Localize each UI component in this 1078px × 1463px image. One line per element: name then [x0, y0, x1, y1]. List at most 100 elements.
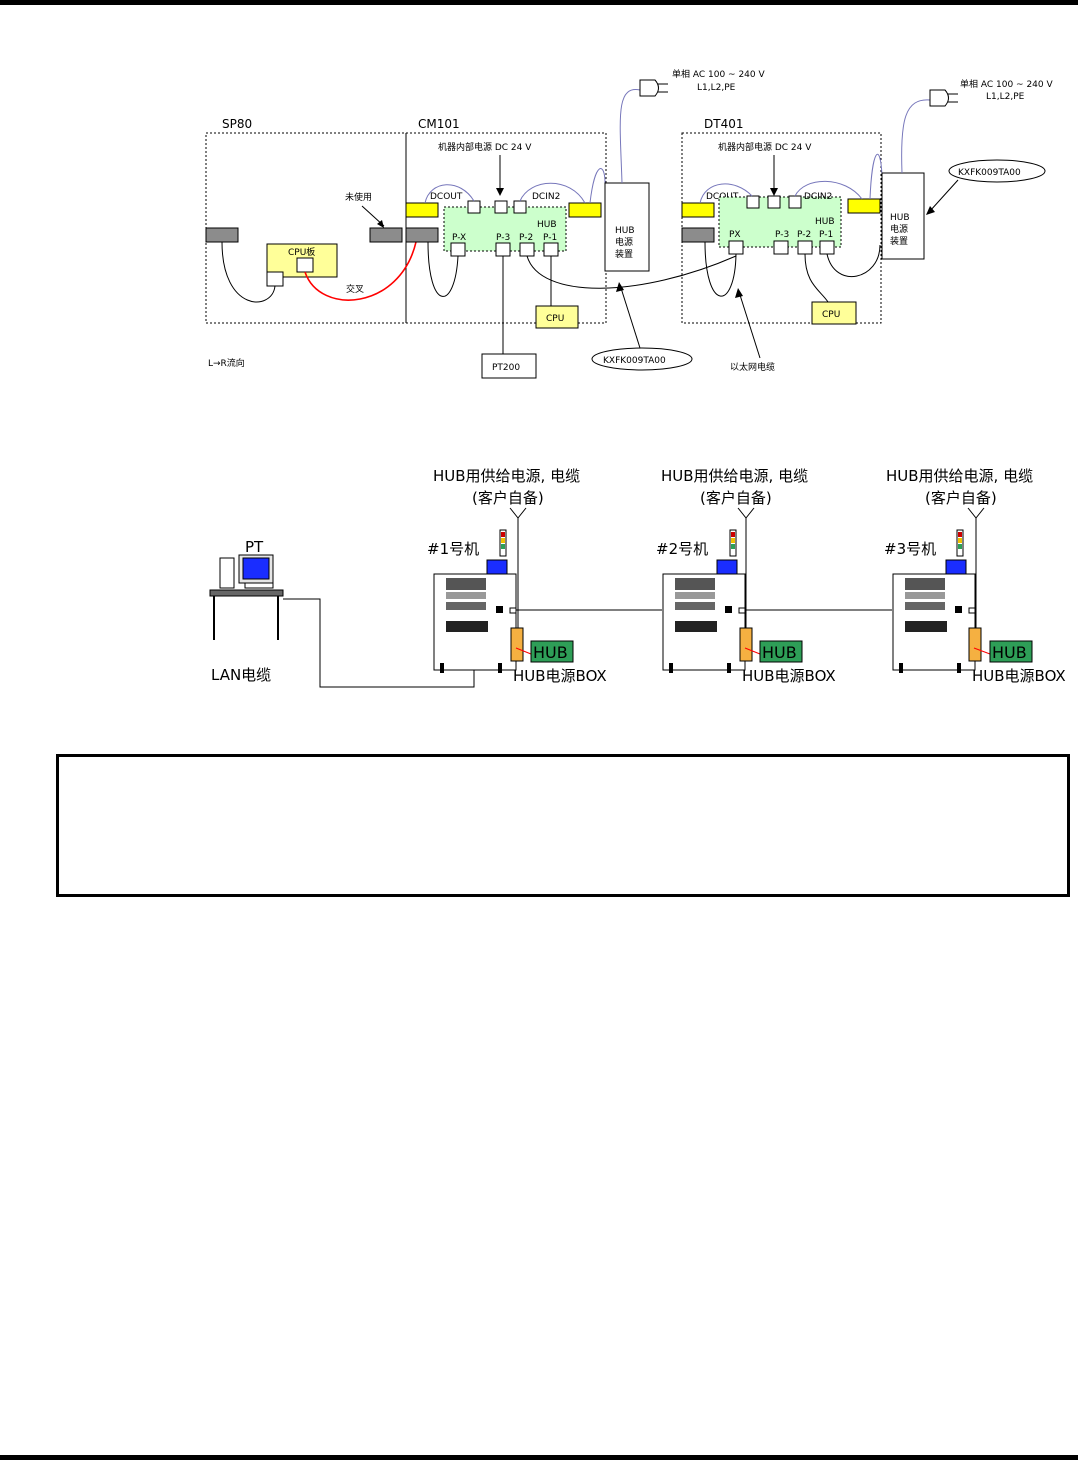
dcout-connector	[681, 202, 715, 218]
network-wiring-diagram: SP80 CM101 DT401 CPU板 未使用 交叉 L→R流向 机器内部电…	[205, 68, 1053, 379]
psu-label: HUB	[890, 213, 910, 223]
psu-label: 电源	[890, 223, 908, 235]
supply-label-note: (客户自备)	[472, 489, 544, 507]
hub-badge-label: HUB	[762, 643, 797, 662]
arrow	[739, 294, 761, 359]
cpu-box	[811, 301, 857, 325]
dc-cable	[589, 168, 606, 204]
ethernet-cable-to-dt401	[526, 255, 737, 289]
part-callout	[948, 159, 1046, 183]
arrowhead	[496, 188, 504, 196]
pt200-box	[481, 353, 537, 379]
supply-label-note: (客户自备)	[700, 489, 772, 507]
lan-cable	[283, 598, 475, 688]
port	[513, 200, 527, 214]
label-sp80: SP80	[222, 117, 252, 131]
supply-cable	[509, 507, 527, 519]
label-part-no: KXFK009TA00	[603, 356, 666, 366]
hub-box-label: HUB电源BOX	[972, 667, 1066, 685]
pt-desk	[209, 589, 284, 597]
port-label: PX	[729, 230, 741, 240]
hub-badge-label: HUB	[533, 643, 568, 662]
crossover-cable	[304, 241, 417, 301]
part-callout	[591, 347, 693, 371]
dc-cable	[424, 184, 475, 204]
hub-power-supply	[604, 182, 650, 272]
arrowhead	[770, 188, 778, 196]
supply-cable	[737, 507, 755, 519]
line-layout-diagram: HUB用供给电源, 电缆 (客户自备) HUB用供给电源, 电缆 (客户自备) …	[209, 467, 1066, 688]
label-pt: PT	[245, 538, 264, 556]
dcin2-connector	[568, 202, 602, 218]
notice-box	[56, 754, 1070, 897]
ethernet-cable	[427, 241, 459, 297]
label-hub: HUB	[537, 220, 557, 230]
machine-label: #1号机	[427, 540, 479, 558]
port-p2	[519, 242, 535, 257]
hub-link	[744, 647, 761, 655]
label-dcin2: DCIN2	[804, 192, 832, 202]
ac-spec: 单相 AC 100 ~ 240 V	[960, 78, 1053, 90]
port-label: P-3	[496, 233, 510, 243]
label-cpu: CPU	[546, 314, 564, 324]
supply-cable	[967, 507, 985, 519]
label-hub: HUB	[815, 217, 835, 227]
placement-machine-1	[433, 529, 517, 673]
port	[746, 195, 760, 209]
port	[467, 200, 481, 214]
plug-icon	[929, 89, 949, 107]
dc-cable	[519, 182, 586, 204]
ac-cable	[901, 99, 931, 174]
supply-label: HUB用供给电源, 电缆	[886, 467, 1033, 485]
label-dcin2: DCIN2	[532, 192, 560, 202]
port-label: P-3	[775, 230, 789, 240]
port-p1	[819, 240, 835, 255]
port-label: P-1	[543, 233, 557, 243]
supply-label-note: (客户自备)	[925, 489, 997, 507]
ac-spec: 单相 AC 100 ~ 240 V	[672, 68, 765, 80]
hub-badge-label: HUB	[992, 643, 1027, 662]
hub-power-box	[739, 627, 753, 662]
arrowhead	[926, 206, 935, 215]
gray-connector	[205, 227, 239, 243]
hub-link	[515, 647, 532, 655]
label-flow: L→R流向	[208, 357, 245, 369]
port-px	[728, 240, 744, 255]
hub-badge	[759, 640, 803, 663]
psu-label: HUB	[615, 226, 635, 236]
label-ethernet-cable: 以太网电缆	[730, 361, 775, 373]
port-label: P-2	[519, 233, 533, 243]
hub-badge	[530, 640, 574, 663]
ac-cable	[619, 89, 641, 184]
label-dt401: DT401	[704, 117, 743, 131]
plug-icon	[639, 79, 659, 97]
label-unused: 未使用	[345, 191, 372, 203]
hub-box-label: HUB电源BOX	[742, 667, 836, 685]
dc-cable	[794, 180, 863, 200]
port	[767, 195, 781, 209]
pt-screen	[242, 557, 270, 580]
ethernet-cable	[804, 253, 829, 303]
label-dcout: DCOUT	[430, 192, 463, 202]
placement-machine-2	[662, 529, 746, 673]
port	[788, 195, 802, 209]
psu-label: 电源	[615, 236, 633, 248]
label-cm101: CM101	[418, 117, 460, 131]
machine-label: #3号机	[884, 540, 936, 558]
port-p3	[773, 240, 789, 255]
port-p1	[543, 242, 559, 257]
arrowhead	[735, 288, 743, 298]
hub-power-box	[968, 627, 982, 662]
gray-connector	[405, 227, 439, 243]
port-label: P-2	[797, 230, 811, 240]
psu-label: 装置	[615, 248, 633, 260]
placement-machine-3	[892, 529, 976, 673]
label-internal-power-dt: 机器内部电源 DC 24 V	[718, 141, 812, 153]
label-part-no: KXFK009TA00	[958, 168, 1021, 178]
supply-label: HUB用供给电源, 电缆	[661, 467, 808, 485]
arrowhead	[616, 282, 624, 292]
hub-box-label: HUB电源BOX	[513, 667, 607, 685]
ac-spec: L1,L2,PE	[697, 83, 736, 93]
gray-connector	[681, 227, 715, 243]
arrowhead	[377, 220, 384, 228]
